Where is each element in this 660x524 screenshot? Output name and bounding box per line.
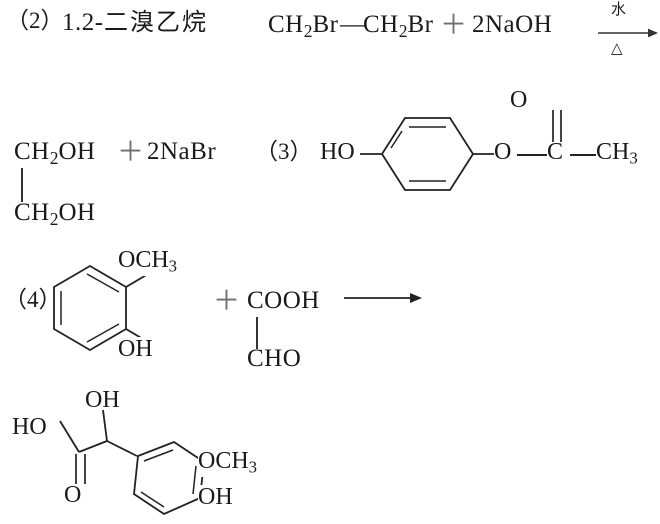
item3-carbonyl-carbon: C — [547, 139, 564, 165]
item4-product-acid-hydroxy: HO — [12, 414, 47, 440]
item2-product-bond — [21, 168, 23, 202]
product-top-sub: 2 — [49, 147, 59, 168]
item4-product-methoxy-och: OCH — [198, 448, 249, 474]
item3-carbonyl-double-bond — [552, 110, 562, 142]
item2-base: 2NaOH — [472, 11, 553, 38]
item4-product-methoxy-sub: 3 — [248, 457, 258, 477]
item3-methyl-ch: CH — [596, 139, 630, 165]
item4-reaction-arrow — [344, 293, 422, 303]
item2-product-bottom: CH2OH — [14, 200, 96, 228]
item3-carbonyl-oxygen: O — [510, 87, 528, 113]
product-bottom-sub: 2 — [49, 208, 59, 229]
item3-methyl-sub: 3 — [629, 148, 638, 168]
item4-reactant-benzene-ring — [53, 264, 149, 352]
item2-reactant-1: CH2Br — [268, 12, 338, 40]
product-bottom-oh: OH — [58, 199, 96, 226]
reactant1-br: Br — [312, 11, 339, 38]
item4-product-sidechain — [59, 409, 138, 484]
item3-number: （3） — [255, 139, 313, 164]
reactant2-ch: CH — [363, 11, 399, 38]
item4-product-alpha-hydroxy: OH — [85, 387, 120, 413]
reactant1-sub: 2 — [303, 20, 313, 41]
item3-ester-oxygen: O — [494, 139, 512, 165]
item4-number: （4） — [4, 287, 62, 312]
item4-reactant2-aldehyde: CHO — [247, 345, 302, 372]
item2-salt: 2NaBr — [147, 138, 217, 165]
reactant2-br: Br — [407, 11, 434, 38]
item4-plus-sign: ＋ — [213, 286, 240, 316]
reactant1-ch: CH — [268, 11, 304, 38]
item3-hydroxy-group: HO — [320, 139, 355, 165]
item4-product-methoxy: OCH3 — [198, 448, 258, 477]
item2-number: （2） — [6, 8, 64, 33]
item2-bond-dash: — — [340, 11, 366, 38]
item4-reactant2-bond — [256, 317, 258, 349]
item2-reactant-2: CH2Br — [363, 12, 433, 40]
item4-methoxy-och: OCH — [118, 247, 169, 273]
product-bottom-ch: CH — [14, 199, 50, 226]
product-top-oh: OH — [58, 138, 96, 165]
item2-reaction-arrow — [598, 28, 658, 38]
reactant2-sub: 2 — [398, 20, 408, 41]
item2-arrow-condition-above: 水 — [611, 0, 627, 18]
item4-product-carbonyl-oxygen: O — [64, 482, 82, 508]
item4-reactant-methoxy: OCH3 — [118, 247, 178, 276]
item2-name-prefix: 1.2- — [62, 9, 104, 36]
item2-product-top: CH2OH — [14, 139, 96, 167]
item3-methyl-group: CH3 — [596, 140, 638, 168]
item2-name-cjk: 二溴乙烷 — [104, 8, 208, 36]
item2-plus-sign: ＋ — [440, 10, 467, 40]
item3-bond-o-c — [517, 154, 547, 156]
item2-plus-sign-2: ＋ — [117, 137, 144, 167]
item3-benzene-ring — [360, 117, 495, 191]
item4-product-ring-hydroxy: OH — [198, 484, 233, 510]
item4-reactant-hydroxy: OH — [118, 336, 153, 362]
product-top-ch: CH — [14, 138, 50, 165]
item2-arrow-condition-below: △ — [611, 39, 623, 57]
item3-bond-c-ch3 — [570, 154, 598, 156]
item4-methoxy-sub: 3 — [168, 256, 178, 276]
item4-reactant2-carboxyl: COOH — [247, 287, 320, 314]
